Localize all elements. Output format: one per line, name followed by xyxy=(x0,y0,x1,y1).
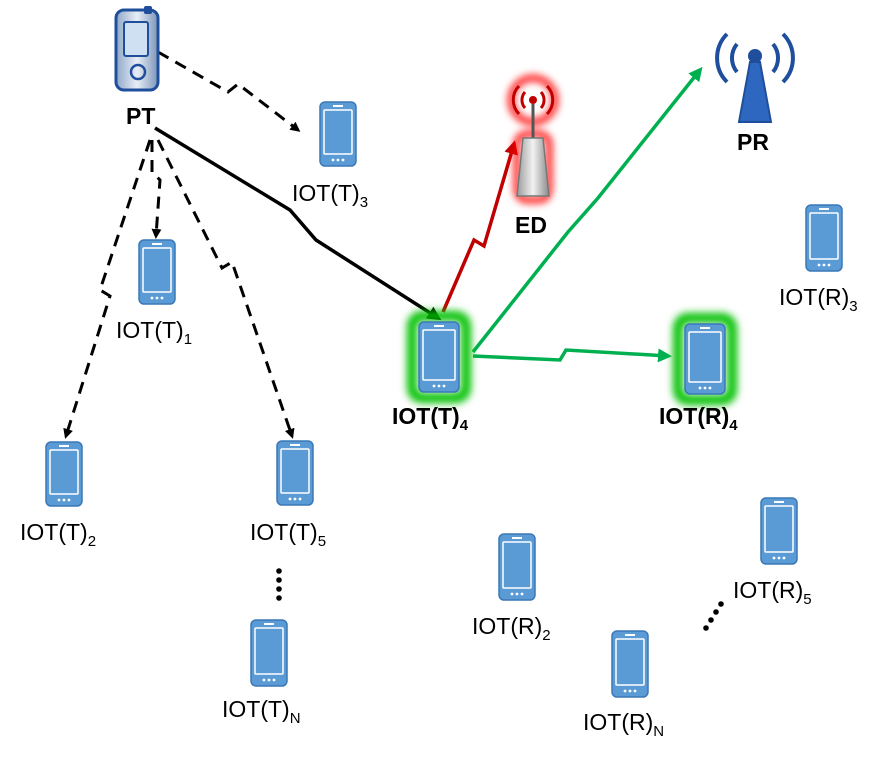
iot-t4-glow xyxy=(407,311,471,403)
iot-t2-phone-icon xyxy=(45,441,83,507)
ellipsis-t xyxy=(276,568,282,601)
iot-rn-label: IOT(R)N xyxy=(583,709,664,740)
iot-r4-phone-icon xyxy=(684,323,726,395)
link-pt-iot-t5 xyxy=(156,139,295,439)
link-pt-iot-t2 xyxy=(63,139,152,439)
iot-t1-label: IOT(T)1 xyxy=(116,317,192,348)
iot-t3-label: IOT(T)3 xyxy=(292,180,368,211)
iot-r2-label: IOT(R)2 xyxy=(472,613,551,644)
iot-tn-label: IOT(T)N xyxy=(222,696,301,727)
iot-r3-phone-icon xyxy=(805,204,843,272)
iot-r4-label: IOT(R)4 xyxy=(659,403,738,434)
link-iot-t4-ed xyxy=(441,140,518,313)
link-pt-iot-t4 xyxy=(154,126,442,321)
iot-r5-phone-icon xyxy=(760,497,798,565)
link-iot-t4-iot-r4 xyxy=(472,348,672,363)
links xyxy=(63,50,703,439)
iot-r3-label: IOT(R)3 xyxy=(779,284,858,315)
iot-r4-glow xyxy=(673,313,737,405)
iot-t1-phone-icon xyxy=(138,239,176,305)
ed-label: ED xyxy=(515,212,547,238)
iot-r5-label: IOT(R)5 xyxy=(733,577,812,608)
link-pt-iot-t1 xyxy=(150,140,162,239)
iot-t5-label: IOT(T)5 xyxy=(250,519,326,550)
pt-label: PT xyxy=(126,103,155,129)
iot-r2-phone-icon xyxy=(498,533,536,601)
iot-t4-label: IOT(T)4 xyxy=(392,403,469,434)
iot-t5-phone-icon xyxy=(276,440,314,506)
pr-label: PR xyxy=(737,129,769,155)
link-iot-t4-pr xyxy=(471,66,703,354)
iot-t4-phone-icon xyxy=(418,321,460,393)
link-pt-iot-t3 xyxy=(157,50,301,132)
ellipsis-r xyxy=(703,601,724,631)
ed-eavesdropper-icon xyxy=(508,75,558,203)
iot-rn-phone-icon xyxy=(611,630,649,698)
pt-handheld-icon xyxy=(114,6,160,92)
iot-tn-phone-icon xyxy=(250,619,288,687)
iot-t2-label: IOT(T)2 xyxy=(20,519,96,550)
pr-antenna-tower-icon xyxy=(715,32,795,123)
iot-t3-phone-icon xyxy=(319,101,357,167)
